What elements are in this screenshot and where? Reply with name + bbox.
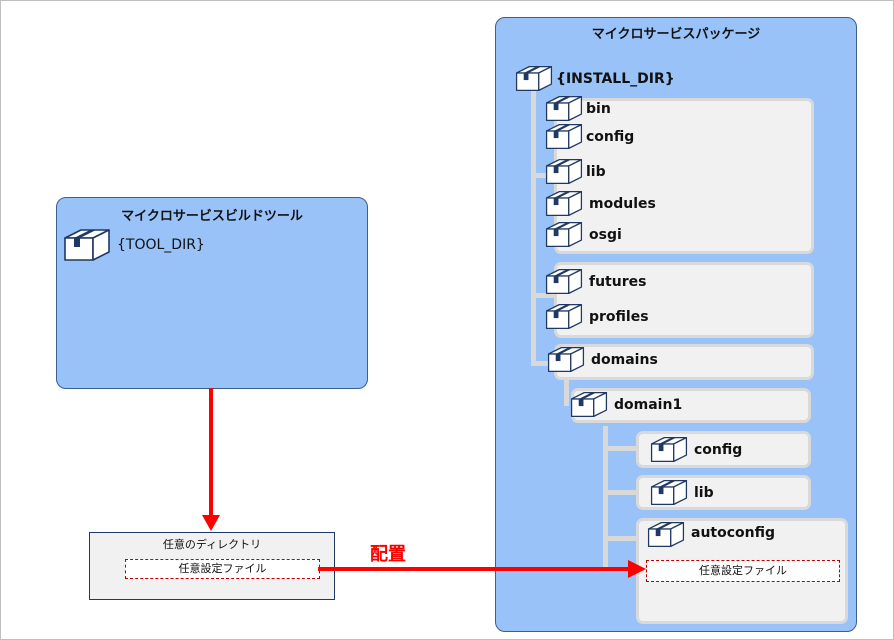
group-config-dirs	[554, 262, 814, 338]
dir-profiles: profiles	[545, 303, 649, 330]
package-box-icon	[545, 303, 583, 330]
deploy-arrow-label: 配置	[370, 544, 406, 565]
dir-domains: domains	[547, 346, 658, 373]
tool-dir-node: {TOOL_DIR}	[63, 228, 205, 262]
dir-config: config	[545, 123, 634, 150]
tree-line-branch-config	[603, 446, 643, 451]
install-dir-label: {INSTALL_DIR}	[556, 70, 675, 87]
group-core-dirs	[554, 98, 814, 254]
dir-modules-label: modules	[589, 195, 656, 212]
tree-line-domain1	[603, 426, 608, 571]
package-box-icon	[545, 190, 583, 217]
local-file: 任意設定ファイル	[125, 559, 320, 579]
group-domain1	[571, 388, 811, 423]
tree-line-branch-autoconfig	[603, 536, 643, 541]
group-domains	[554, 344, 814, 380]
package-box-icon	[650, 436, 688, 463]
dir-lib-label: lib	[586, 163, 606, 180]
package-box-icon	[545, 123, 583, 150]
dir-domain-lib-label: lib	[694, 484, 714, 501]
package-panel: マイクロサービスパッケージ {INSTALL_DIR} bin config l…	[495, 17, 857, 632]
dir-modules: modules	[545, 190, 656, 217]
package-box-icon	[545, 268, 583, 295]
dir-domain-config-label: config	[694, 441, 743, 458]
dir-config-label: config	[586, 128, 635, 145]
dir-domain1: domain1	[570, 391, 682, 418]
package-box-icon	[647, 521, 685, 548]
build-tool-panel: マイクロサービスビルドツール {TOOL_DIR}	[56, 197, 368, 389]
dir-osgi-label: osgi	[589, 226, 622, 243]
tree-line-branch-group2	[531, 293, 559, 298]
tree-line-domains	[564, 376, 569, 406]
local-dir-box: 任意のディレクトリ 任意設定ファイル	[89, 532, 335, 600]
package-box-icon	[545, 221, 583, 248]
package-box-icon	[63, 228, 111, 262]
package-box-icon	[545, 158, 583, 185]
dir-bin: bin	[545, 95, 611, 122]
dir-domain1-label: domain1	[614, 396, 683, 413]
package-box-icon	[545, 95, 583, 122]
dir-domain-lib: lib	[650, 479, 714, 506]
dir-autoconfig-label: autoconfig	[691, 524, 776, 541]
autoconfig-file: 任意設定ファイル	[646, 560, 840, 582]
local-dir-title: 任意のディレクトリ	[162, 538, 262, 551]
dir-osgi: osgi	[545, 221, 622, 248]
dir-futures: futures	[545, 268, 646, 295]
dir-domain-config: config	[650, 436, 742, 463]
dir-domains-label: domains	[591, 351, 658, 368]
package-box-icon	[547, 346, 585, 373]
package-box-icon	[570, 391, 608, 418]
install-dir-node: {INSTALL_DIR}	[515, 65, 675, 92]
tool-dir-label: {TOOL_DIR}	[117, 237, 205, 253]
tree-line-main	[531, 86, 536, 366]
package-title: マイクロサービスパッケージ	[591, 27, 761, 42]
build-tool-title: マイクロサービスビルドツール	[121, 209, 303, 224]
dir-bin-label: bin	[586, 100, 611, 117]
dir-autoconfig: autoconfig	[647, 521, 775, 548]
dir-profiles-label: profiles	[589, 308, 649, 325]
package-box-icon	[650, 479, 688, 506]
tree-line-branch-lib	[603, 490, 643, 495]
dir-lib: lib	[545, 158, 606, 185]
tree-line-branch-group1	[531, 173, 559, 178]
dir-futures-label: futures	[589, 273, 647, 290]
tree-line-branch-domains	[531, 361, 559, 366]
package-box-icon	[515, 65, 553, 92]
